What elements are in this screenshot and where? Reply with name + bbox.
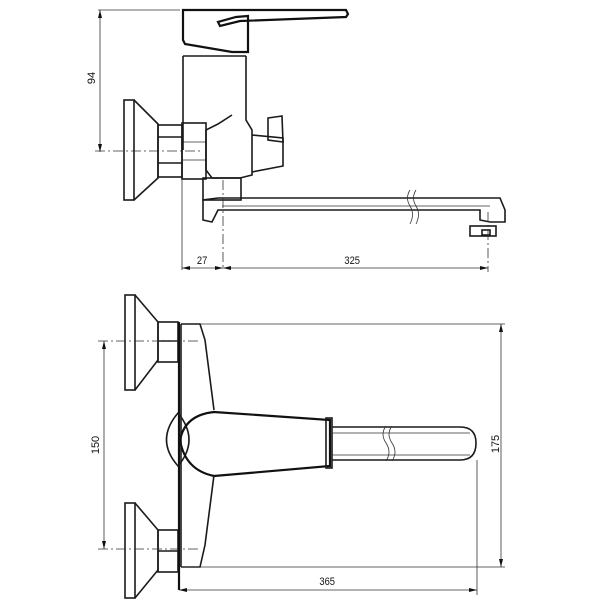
- dimension-height-label: 94: [86, 71, 99, 85]
- front-view: [98, 294, 505, 599]
- dimension-center-distance-label: 150: [90, 435, 103, 455]
- dimension-total-height-label: 175: [490, 434, 503, 454]
- side-view: [95, 8, 506, 272]
- dimension-spout-length-label: 325: [344, 255, 360, 267]
- dimension-total-length-label: 365: [319, 576, 335, 588]
- dimension-offset-label: 27: [196, 255, 208, 267]
